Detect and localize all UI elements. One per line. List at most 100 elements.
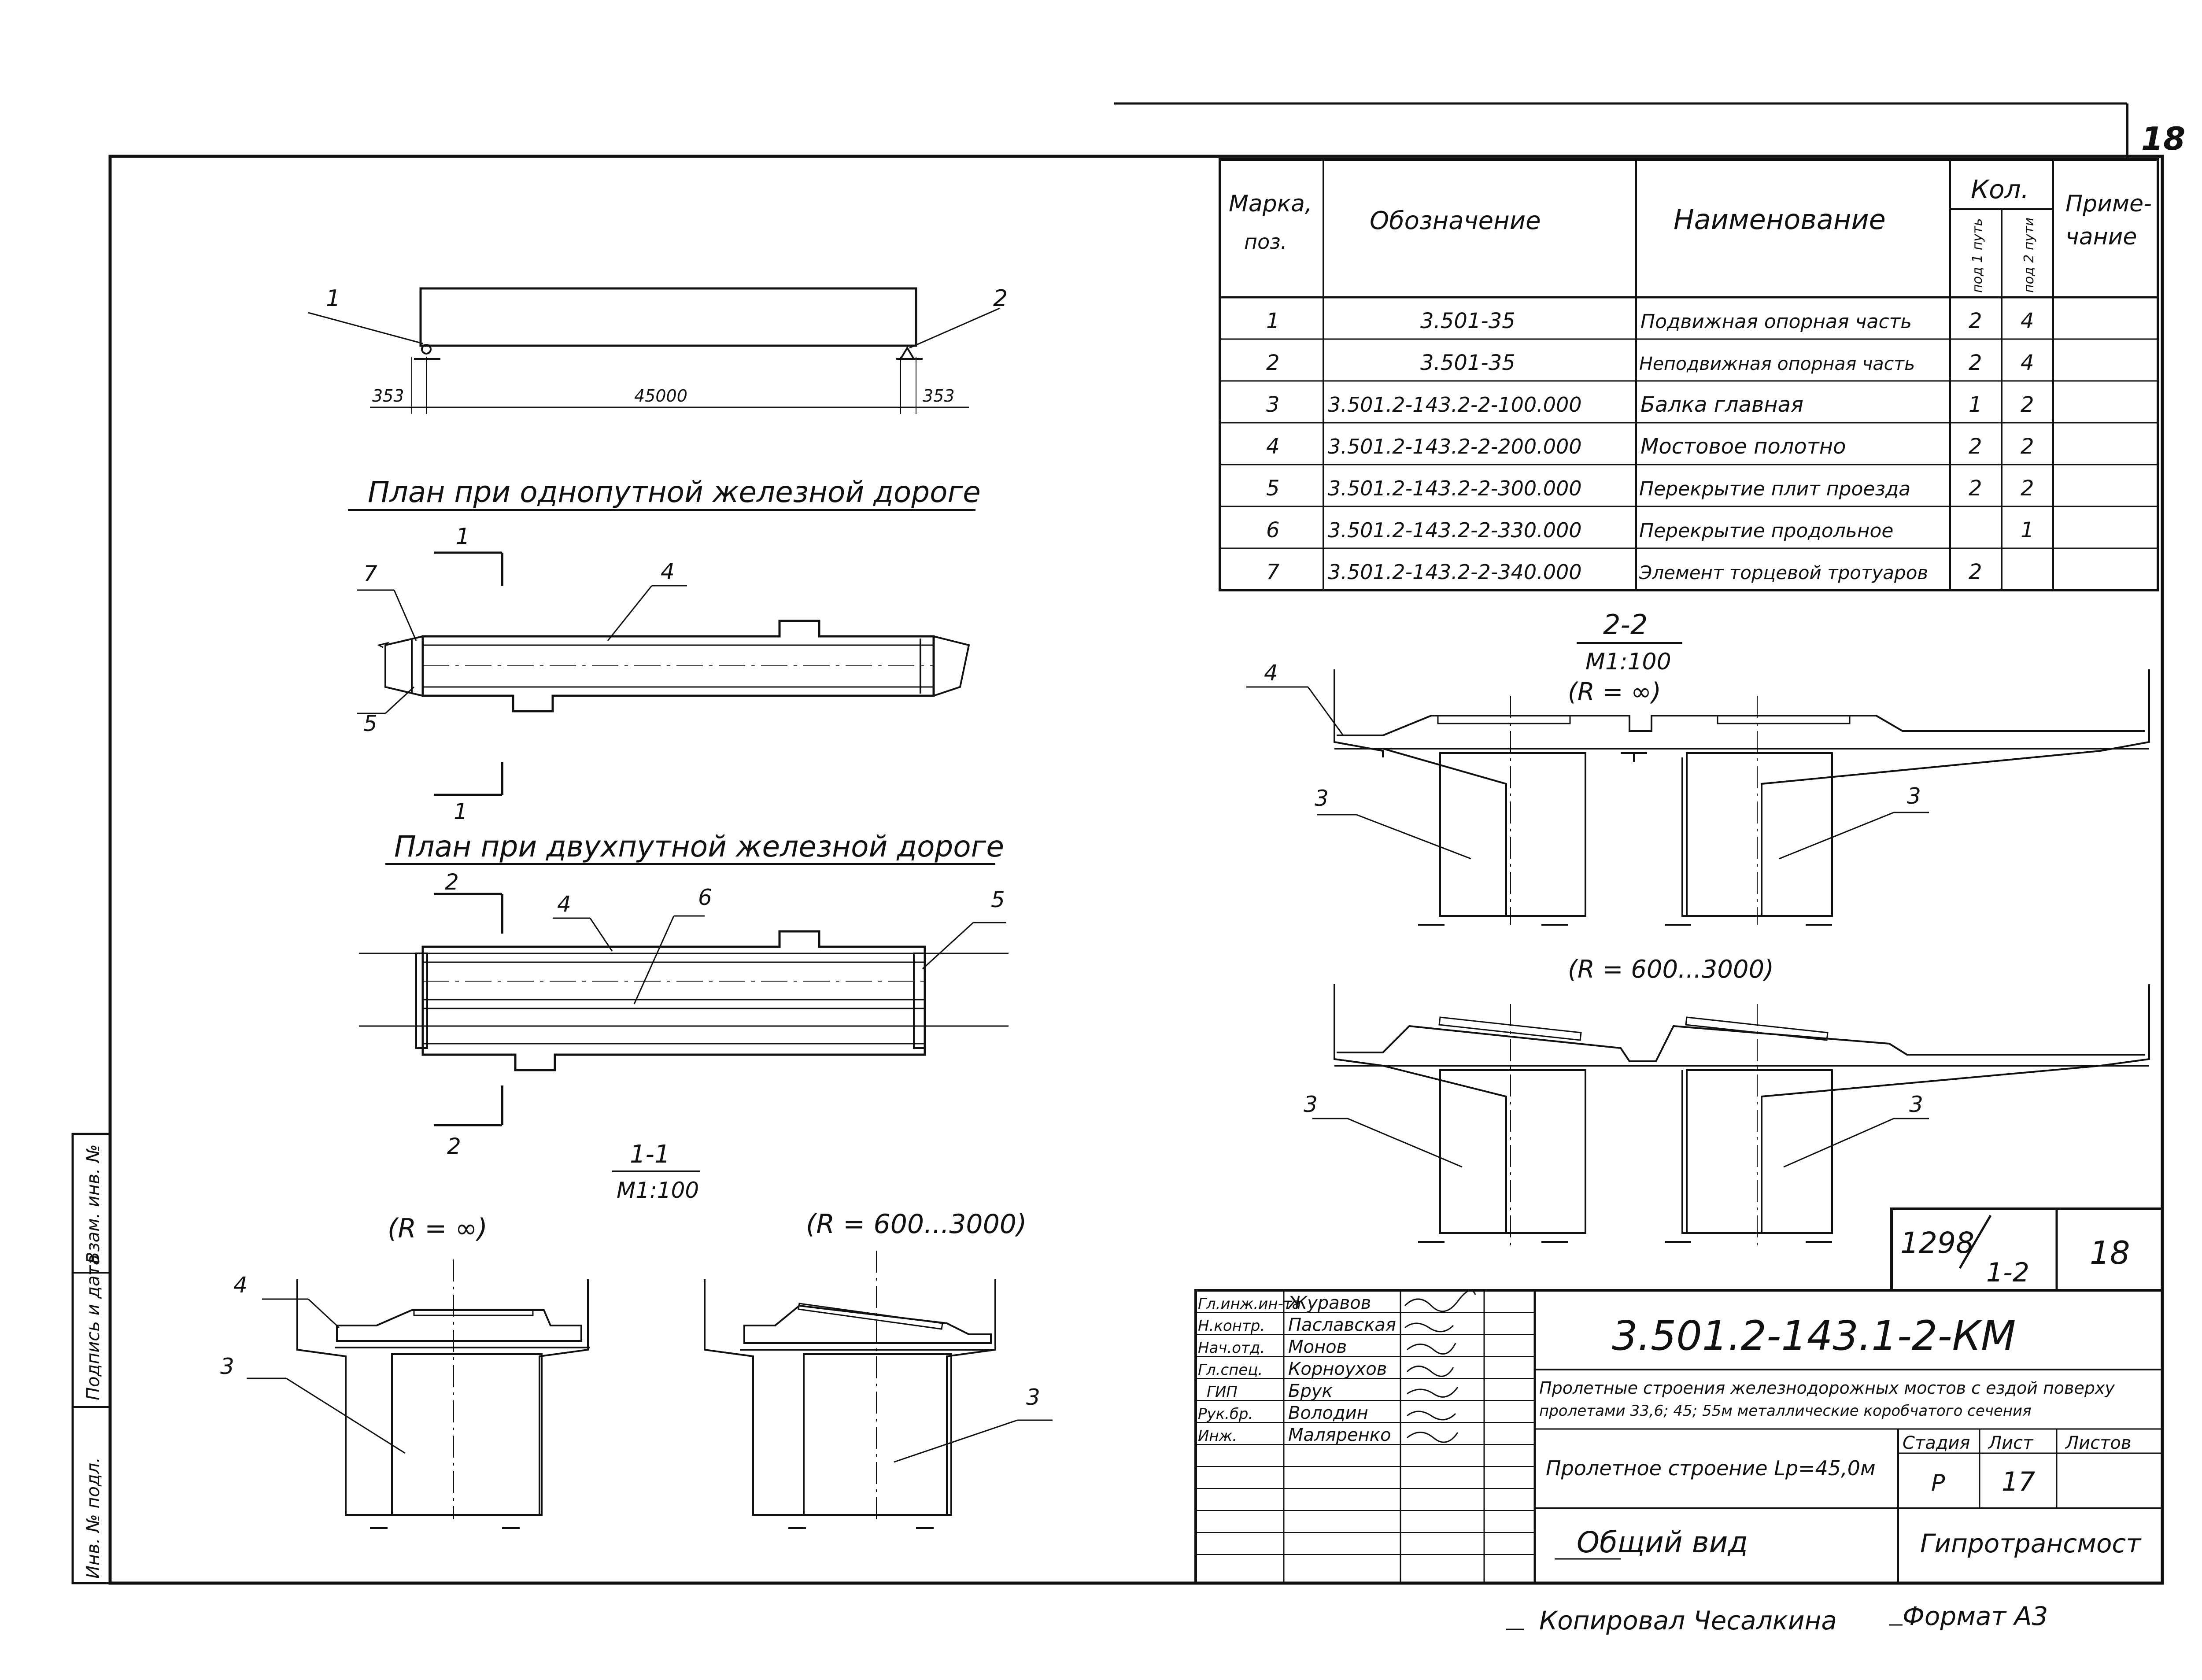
person-row: Гл.спец. Корноухов [1198, 1359, 1387, 1379]
svg-text:1: 1 [1266, 309, 1280, 333]
plan-double-title: План при двухпутной железной дороге [394, 830, 1004, 864]
table-row: 4 3.501.2-143.2-2-200.000 Мостовое полот… [1266, 434, 2034, 459]
table-row: 1 3.501-35 Подвижная опорная часть 2 4 [1266, 309, 2034, 333]
album-code: 1298 [1900, 1226, 1974, 1260]
svg-text:3: 3 [1315, 786, 1329, 811]
footer-copied: Копировал Чесалкина [1539, 1606, 1837, 1636]
album-sub: 1-2 [1986, 1257, 2029, 1288]
svg-text:7: 7 [1266, 560, 1280, 584]
sheets-header: Листов [2065, 1433, 2131, 1453]
svg-text:Нач.отд.: Нач.отд. [1198, 1339, 1265, 1357]
svg-text:3.501.2-143.2-2-100.000: 3.501.2-143.2-2-100.000 [1328, 393, 1582, 417]
table-row: 3 3.501.2-143.2-2-100.000 Балка главная … [1266, 392, 2034, 417]
svg-text:ГИП: ГИП [1207, 1383, 1238, 1401]
svg-text:2: 2 [1969, 434, 1982, 459]
section-2-2: 2-2 М1:100 (R = ∞) 4 3 3 (R = 600...3000… [1246, 609, 2150, 1246]
plan-double-track: План при двухпутной железной дороге 2 2 … [359, 830, 1009, 1159]
section-1-left-caption: (R = ∞) [388, 1213, 488, 1244]
svg-text:4: 4 [233, 1272, 248, 1298]
signatures [1404, 1290, 1476, 1443]
doc-code: 3.501.2-143.1-2-КМ [1612, 1312, 2016, 1359]
stage-value: Р [1931, 1470, 1945, 1496]
person-row: Рук.бр. Володин [1198, 1403, 1368, 1423]
album-box: 1298 1-2 18 [1890, 1207, 2164, 1292]
svg-text:2: 2 [1969, 309, 1982, 333]
svg-text:3: 3 [1304, 1092, 1318, 1117]
svg-text:3.501.2-143.2-2-330.000: 3.501.2-143.2-2-330.000 [1328, 518, 1582, 542]
svg-text:1: 1 [454, 799, 468, 824]
sheet-frame [108, 155, 2164, 1585]
plan-single-title: План при однопутной железной дороге [368, 475, 981, 509]
svg-text:Неподвижная опорная часть: Неподвижная опорная часть [1639, 353, 1915, 374]
side-stamp-inventory: Инв. № подл. [83, 1457, 103, 1579]
section-2-title: 2-2 [1603, 609, 1648, 641]
svg-text:Рук.бр.: Рук.бр. [1198, 1405, 1253, 1423]
svg-text:4: 4 [2021, 309, 2034, 333]
svg-text:2: 2 [2021, 392, 2034, 417]
elevation-view: 1 2 353 45000 353 [308, 285, 1008, 414]
svg-text:4: 4 [2021, 351, 2034, 375]
svg-text:2: 2 [1266, 351, 1280, 375]
table-row: 5 3.501.2-143.2-2-300.000 Перекрытие пли… [1266, 476, 2034, 501]
svg-text:3: 3 [1266, 392, 1280, 417]
svg-text:5: 5 [363, 711, 377, 736]
svg-text:5: 5 [1266, 476, 1280, 501]
svg-text:Инж.: Инж. [1198, 1427, 1237, 1445]
svg-text:3.501-35: 3.501-35 [1420, 351, 1515, 375]
header-qty-1: под 1 путь [1970, 218, 1985, 293]
album-page: 18 [2090, 1234, 2130, 1271]
plan-single-track: План при однопутной железной дороге 1 1 … [348, 475, 981, 824]
svg-text:1: 1 [1969, 392, 1982, 417]
person-row: Нач.отд. Монов [1198, 1337, 1347, 1357]
svg-text:1: 1 [456, 524, 470, 549]
section-2-scale: М1:100 [1585, 649, 1671, 675]
header-note-2: чание [2065, 224, 2137, 250]
svg-text:3: 3 [1907, 783, 1921, 809]
sheet-number: 18 [2141, 120, 2185, 157]
person-row: Гл.инж.ин-та Журавов [1198, 1293, 1371, 1313]
project-line-1: Пролетные строения железнодорожных мосто… [1539, 1378, 2115, 1398]
svg-text:Паславская: Паславская [1288, 1315, 1396, 1335]
svg-text:3: 3 [1026, 1385, 1040, 1410]
drawing-title: Общий вид [1577, 1525, 1748, 1559]
header-mark: Марка, [1229, 191, 1312, 217]
svg-text:4: 4 [1266, 434, 1280, 459]
svg-text:2: 2 [447, 1134, 461, 1159]
elevation-label-1: 1 [326, 285, 340, 312]
svg-text:3.501.2-143.2-2-200.000: 3.501.2-143.2-2-200.000 [1328, 435, 1582, 458]
person-row: Н.контр. Паславская [1198, 1315, 1396, 1335]
sheet-value: 17 [2002, 1466, 2035, 1497]
section-1-1: 1-1 М1:100 (R = ∞) (R = 600...3000) 4 3 … [220, 1140, 1053, 1529]
person-row: ГИП Брук [1207, 1381, 1333, 1401]
svg-text:Монов: Монов [1288, 1337, 1347, 1357]
dim-right: 353 [923, 386, 955, 406]
svg-text:6: 6 [698, 885, 712, 910]
fixed-bearing-icon [899, 346, 916, 360]
svg-text:Маляренко: Маляренко [1288, 1425, 1391, 1445]
svg-text:3: 3 [220, 1354, 234, 1379]
section-2-caption-bottom: (R = 600...3000) [1568, 955, 1774, 984]
header-name: Наименование [1674, 203, 1886, 236]
svg-text:Подвижная опорная часть: Подвижная опорная часть [1640, 310, 1912, 333]
header-mark-2: поз. [1244, 230, 1287, 254]
section-1-title: 1-1 [630, 1140, 670, 1169]
span-label: Пролетное строение Lр=45,0м [1546, 1456, 1876, 1480]
header-designation: Обозначение [1370, 207, 1541, 235]
svg-text:1: 1 [2021, 518, 2034, 543]
stage-header: Стадия [1903, 1433, 1970, 1453]
svg-text:Элемент торцевой тротуаров: Элемент торцевой тротуаров [1639, 562, 1928, 583]
side-stamp-replaced: Взам. инв. № [83, 1144, 103, 1264]
dim-main: 45000 [634, 386, 687, 406]
svg-text:Гл.инж.ин-та: Гл.инж.ин-та [1198, 1295, 1301, 1313]
table-row: 6 3.501.2-143.2-2-330.000 Перекрытие про… [1266, 518, 2034, 543]
svg-text:7: 7 [363, 561, 377, 587]
svg-text:Гл.спец.: Гл.спец. [1198, 1361, 1263, 1379]
header-qty-2: под 2 пути [2021, 218, 2037, 293]
svg-text:Журавов: Журавов [1287, 1293, 1371, 1313]
header-qty: Кол. [1971, 174, 2029, 204]
svg-text:Брук: Брук [1288, 1381, 1333, 1401]
svg-text:2: 2 [1969, 351, 1982, 375]
svg-text:2: 2 [1969, 560, 1982, 584]
svg-text:6: 6 [1266, 518, 1280, 543]
section-1-right-caption: (R = 600...3000) [806, 1209, 1027, 1240]
